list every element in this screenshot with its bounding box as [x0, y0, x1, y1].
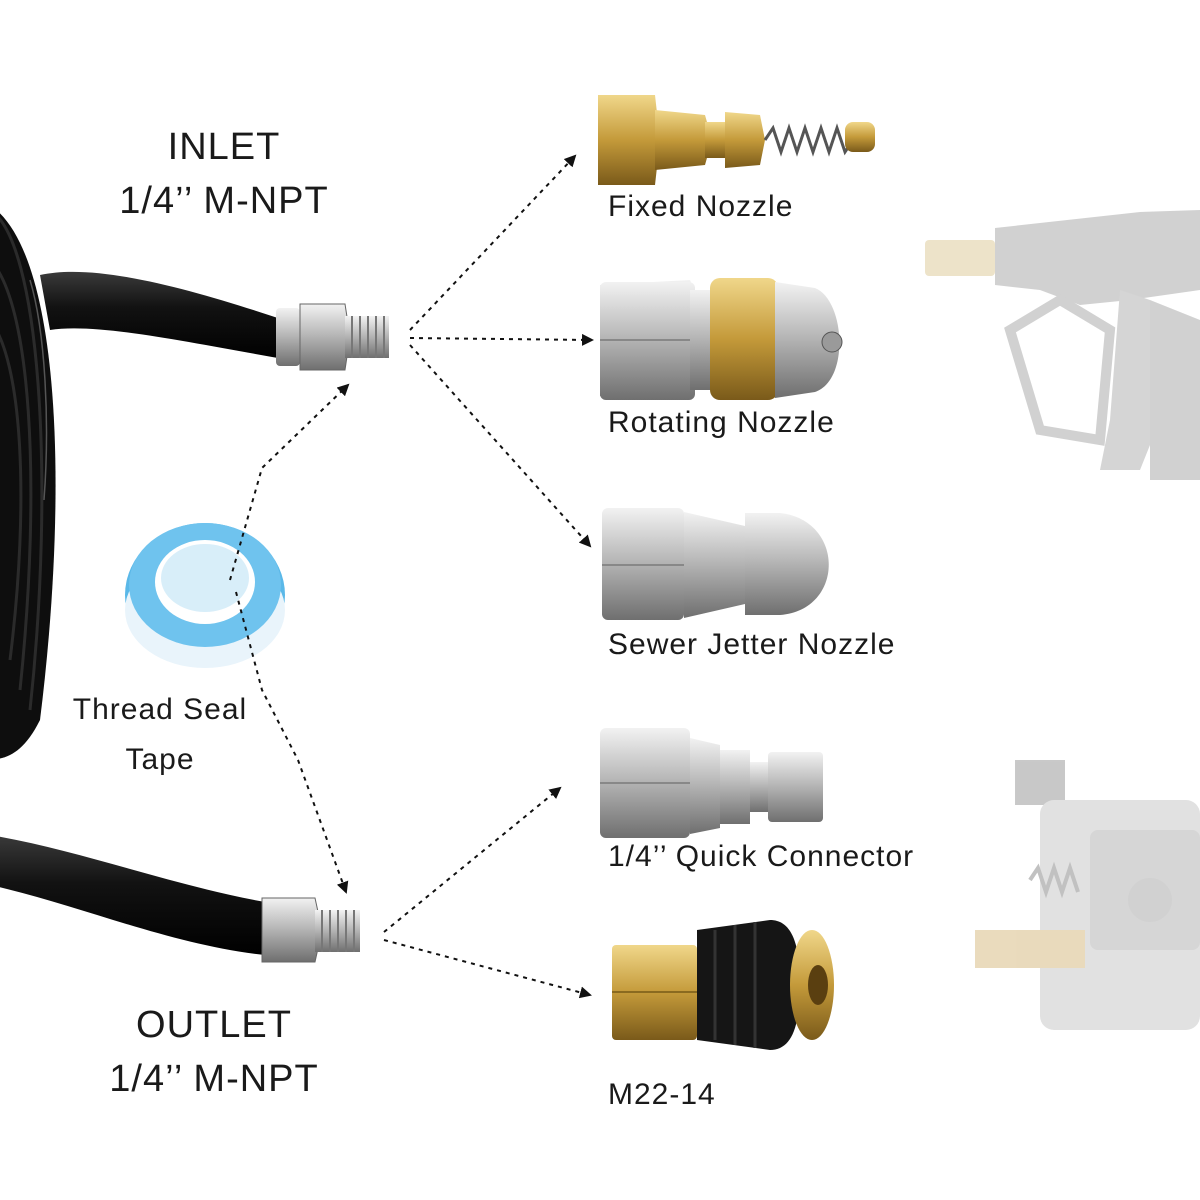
outlet-title: OUTLET — [136, 1004, 292, 1046]
hose-coil-icon — [0, 213, 290, 955]
pressure-washer-pump-icon — [975, 760, 1200, 1030]
thread-tape-icon — [125, 523, 285, 668]
sewer-jetter-nozzle-label: Sewer Jetter Nozzle — [608, 628, 896, 661]
inlet-title: INLET — [167, 126, 281, 168]
m22-label: M22-14 — [608, 1078, 716, 1111]
sewer-jetter-nozzle-icon — [602, 508, 829, 620]
tape-label-line1: Thread Seal — [72, 693, 248, 726]
fixed-nozzle-label: Fixed Nozzle — [608, 190, 794, 223]
quick-connector-label: 1/4’’ Quick Connector — [608, 840, 915, 873]
outlet-spec: 1/4’’ M-NPT — [109, 1058, 319, 1100]
connector-lines — [229, 154, 594, 999]
pressure-washer-gun-icon — [925, 210, 1200, 480]
tape-label-line2: Tape — [125, 743, 195, 776]
rotating-nozzle-label: Rotating Nozzle — [608, 406, 835, 439]
outlet-fitting-icon — [261, 897, 360, 963]
rotating-nozzle-icon — [600, 278, 843, 400]
quick-connector-icon — [600, 728, 823, 838]
m22-connector-icon — [612, 920, 834, 1050]
fixed-nozzle-icon — [598, 95, 875, 185]
inlet-spec: 1/4’’ M-NPT — [119, 180, 329, 222]
inlet-fitting-icon — [276, 303, 389, 371]
